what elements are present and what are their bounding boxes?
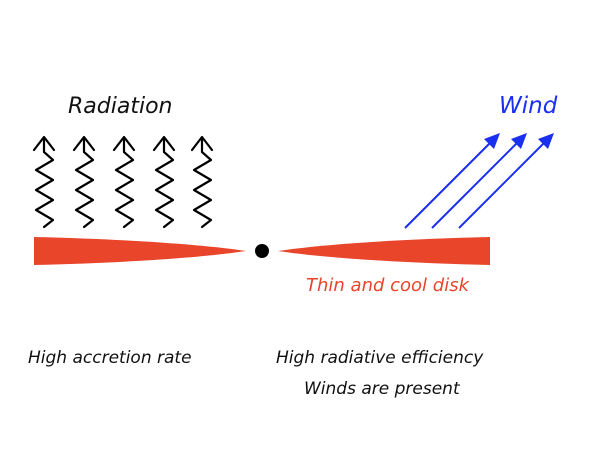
wind-label: Wind (499, 93, 558, 119)
wind-arrow-3 (458, 133, 554, 229)
disk-label: Thin and cool disk (306, 275, 471, 296)
accretion-rate-caption: High accretion rate (28, 348, 192, 368)
radiation-label: Radiation (68, 94, 172, 119)
wind-arrow-1 (404, 133, 500, 229)
wind-arrow-2 (431, 133, 527, 229)
radiation-arrow-5 (190, 135, 214, 229)
radiative-efficiency-caption: High radiative efficiency (276, 348, 484, 368)
disk-right-half (278, 237, 490, 265)
radiation-arrow-2 (72, 135, 96, 229)
disk-left-half (34, 237, 246, 265)
radiation-arrow-4 (152, 135, 176, 229)
black-hole (255, 244, 269, 258)
radiation-arrows (32, 135, 214, 229)
radiation-arrow-3 (112, 135, 136, 229)
winds-present-caption: Winds are present (304, 379, 461, 399)
radiation-arrow-1 (32, 135, 56, 229)
wind-arrows (404, 133, 554, 229)
